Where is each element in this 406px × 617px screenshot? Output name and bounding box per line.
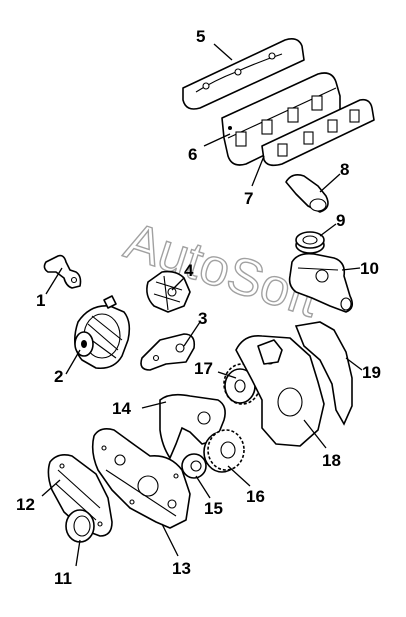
part-10-housing xyxy=(288,252,354,313)
part-11-seal xyxy=(65,509,95,543)
part-15-gear xyxy=(181,453,207,479)
part-5-valve-cover xyxy=(182,38,305,110)
part-13-timing-cover xyxy=(91,428,191,529)
part-16-crank-gear xyxy=(203,429,245,473)
part-1-bracket xyxy=(43,254,82,289)
part-9-cap xyxy=(295,231,325,254)
callout-12: 12 xyxy=(16,495,35,514)
callout-6: 6 xyxy=(188,145,197,164)
part-8-pipe xyxy=(285,174,329,213)
callout-14: 14 xyxy=(112,399,131,418)
callout-5: 5 xyxy=(196,27,205,46)
part-14-gasket xyxy=(159,393,226,460)
callout-3: 3 xyxy=(198,309,207,328)
callout-7: 7 xyxy=(244,189,253,208)
part-2-alternator xyxy=(74,295,131,370)
callout-1: 1 xyxy=(36,291,45,310)
leader-lines xyxy=(41,43,363,567)
callout-labels: 5 6 7 8 9 10 1 2 4 3 14 17 19 18 16 15 1… xyxy=(16,27,381,588)
callout-2: 2 xyxy=(54,367,63,386)
callout-17: 17 xyxy=(194,359,213,378)
part-18-front-housing xyxy=(235,334,325,447)
callout-15: 15 xyxy=(204,499,223,518)
part-7-head-gasket xyxy=(261,98,375,167)
callout-4: 4 xyxy=(184,261,194,280)
part-3-bracket xyxy=(140,333,196,371)
callout-13: 13 xyxy=(172,559,191,578)
callout-18: 18 xyxy=(322,451,341,470)
callout-11: 11 xyxy=(54,569,72,588)
callout-9: 9 xyxy=(336,211,345,230)
part-19-gasket xyxy=(294,321,353,426)
callout-19: 19 xyxy=(362,363,381,382)
callout-8: 8 xyxy=(340,160,349,179)
part-4-pump xyxy=(146,270,191,313)
callout-10: 10 xyxy=(360,259,379,278)
callout-16: 16 xyxy=(246,487,265,506)
